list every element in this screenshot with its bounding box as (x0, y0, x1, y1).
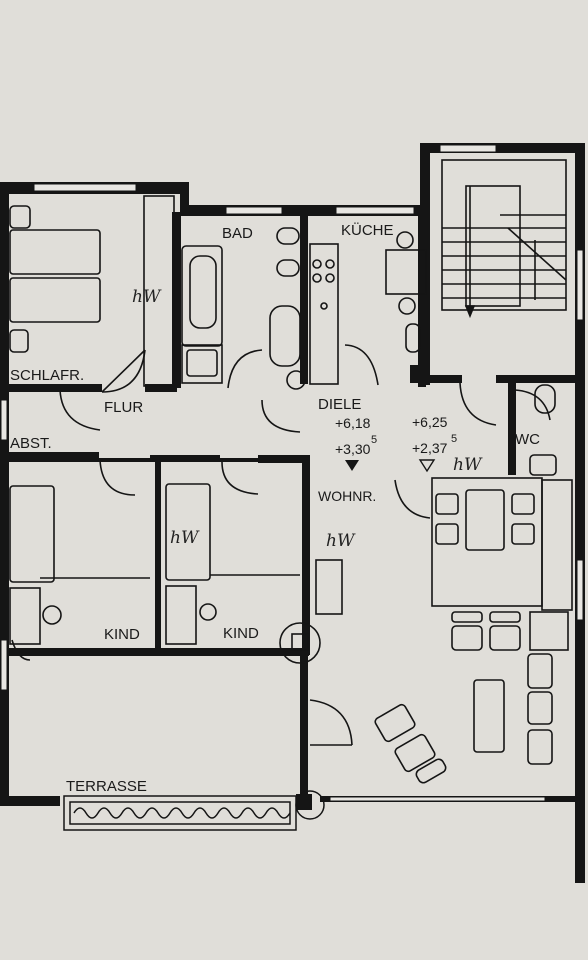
living-room-furniture (315, 477, 573, 784)
hw-mark-schlafr: hW (132, 287, 162, 307)
level-right-top: +6,25 (412, 414, 448, 430)
interior-walls (9, 212, 576, 810)
bathroom-fixtures (181, 227, 306, 390)
room-label-terrasse: TERRASSE (66, 778, 147, 795)
level-diele-bottom-sup: 5 (371, 434, 377, 446)
level-marker-open-icon (418, 459, 436, 473)
level-right-bottom-sup: 5 (451, 433, 457, 445)
room-label-wohnr: WOHNR. (318, 488, 376, 504)
level-marker-filled-icon (345, 460, 359, 471)
terrace-planter (63, 790, 325, 831)
room-label-diele: DIELE (318, 396, 361, 413)
kinderzimmer-furniture (9, 483, 321, 664)
level-right-bottom: +2,37 (412, 440, 448, 456)
room-label-kind-2: KIND (223, 625, 259, 642)
hw-mark-wohnr: hW (326, 531, 356, 551)
kitchen-fixtures (309, 231, 427, 385)
room-label-bad: BAD (222, 225, 253, 242)
room-label-kueche: KÜCHE (341, 221, 394, 239)
level-diele-bottom: +3,30 (335, 441, 371, 457)
hw-mark-diele: hW (453, 455, 483, 475)
handwritten-marks: hW hW hW hW (132, 287, 483, 551)
room-label-schlafr: SCHLAFR. (10, 367, 84, 384)
level-annotations: +6,18 +3,30 5 +6,25 +2,37 5 (335, 414, 457, 473)
windows (0, 144, 584, 802)
stairwell (441, 159, 567, 319)
level-diele-top: +6,18 (335, 415, 371, 431)
doors (11, 344, 551, 746)
room-labels: BAD KÜCHE SCHLAFR. FLUR ABST. DIELE WC W… (10, 221, 540, 795)
room-label-wc: WC (515, 431, 540, 448)
wc-fixtures (529, 384, 557, 476)
room-label-abst: ABST. (10, 435, 52, 452)
room-label-kind-1: KIND (104, 626, 140, 643)
room-label-flur: FLUR (104, 399, 143, 416)
hw-mark-kind: hW (170, 528, 200, 548)
bedroom-furniture (9, 195, 175, 387)
